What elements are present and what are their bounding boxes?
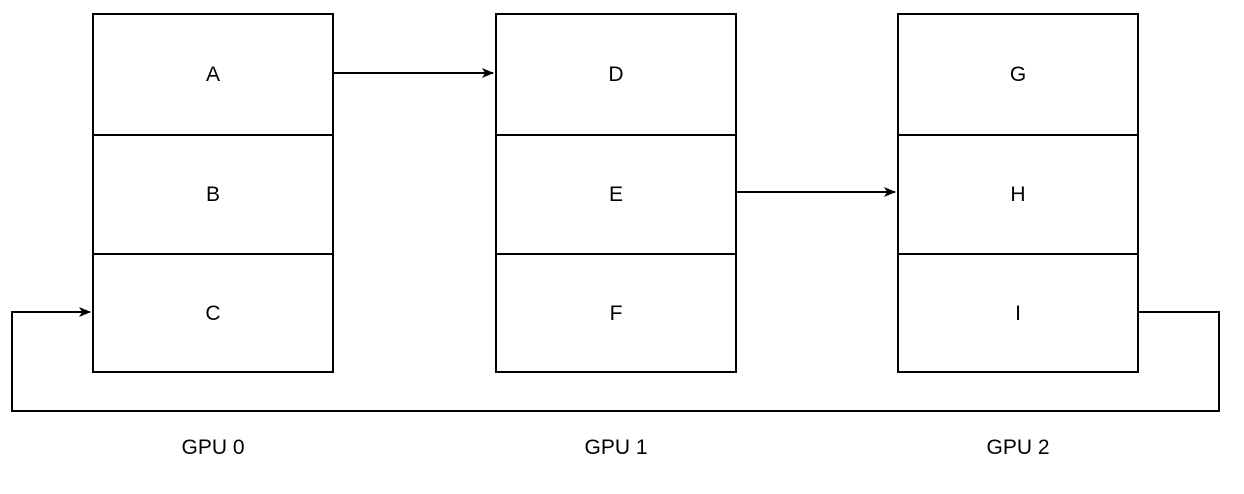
- gpu-2-stack: G H I: [897, 13, 1139, 373]
- arrow-i-to-c: [11, 307, 1220, 412]
- gpu-1-label: GPU 1: [584, 436, 648, 459]
- gpu-0-stack: A B C: [92, 13, 334, 373]
- gpu-2-label: GPU 2: [986, 436, 1050, 459]
- block-g: G: [1009, 62, 1027, 86]
- gpu-0-label: GPU 0: [181, 436, 245, 459]
- gpu-0-column: A B C: [92, 13, 334, 373]
- block-f: F: [497, 253, 735, 372]
- gpu-1-stack: D E F: [495, 13, 737, 373]
- block-a: A: [205, 62, 220, 86]
- block-i: I: [899, 253, 1137, 372]
- block-h: H: [899, 134, 1137, 253]
- gpu-1-column: D E F: [495, 13, 737, 373]
- block-e: E: [497, 134, 735, 253]
- block-b: B: [94, 134, 332, 253]
- gpu-2-column: G H I: [897, 13, 1139, 373]
- block-d: D: [608, 62, 624, 86]
- block-c: C: [94, 253, 332, 372]
